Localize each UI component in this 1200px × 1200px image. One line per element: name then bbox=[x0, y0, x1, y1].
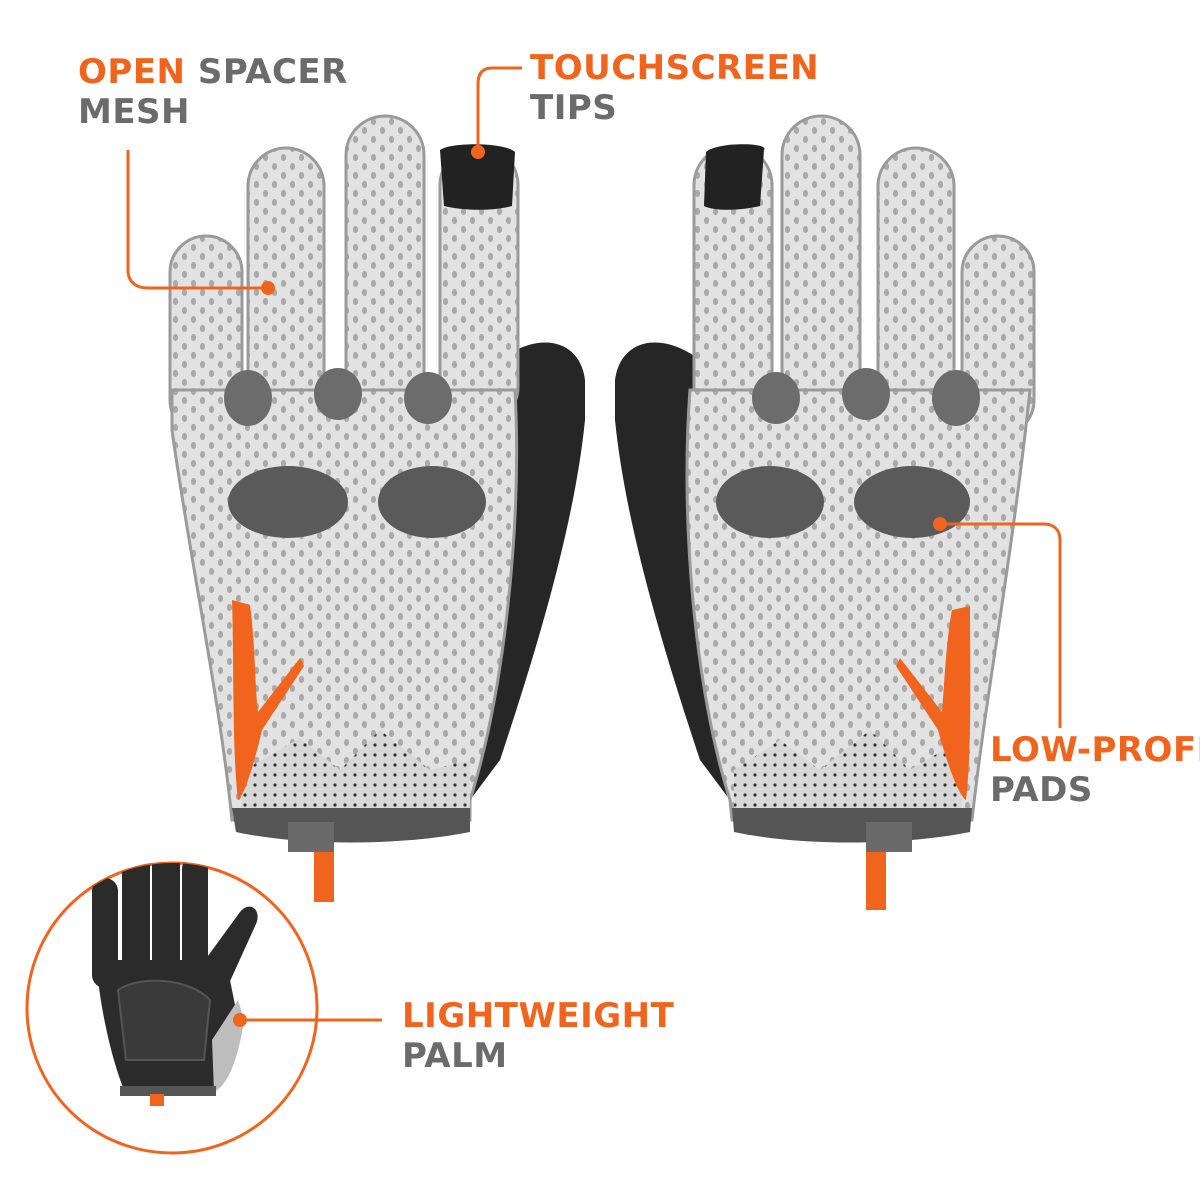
mesh-callout-rest: SPACER bbox=[197, 52, 348, 92]
left-pad bbox=[378, 466, 486, 538]
inset-cuff bbox=[120, 1086, 216, 1096]
palm-callout-dot bbox=[233, 1013, 247, 1027]
touchscreen-callout-line bbox=[476, 66, 522, 148]
right-pad bbox=[854, 466, 970, 538]
right-pull-tab bbox=[866, 822, 912, 852]
palm-inset bbox=[25, 861, 319, 1155]
touchscreen-callout-highlight: TOUCHSCREEN bbox=[530, 48, 820, 88]
left-touch-tip-icon bbox=[440, 144, 515, 210]
pads-callout-highlight: LOW-PROFILE bbox=[990, 730, 1200, 770]
left-glove bbox=[168, 114, 585, 902]
touchscreen-callout-line2: TIPS bbox=[530, 88, 618, 128]
mesh-callout-line bbox=[126, 150, 262, 290]
touchscreen-callout-label: TOUCHSCREEN TIPS bbox=[530, 48, 819, 128]
left-glove-body bbox=[170, 388, 519, 822]
right-finger-middle bbox=[780, 114, 862, 418]
pads-callout-line2: PADS bbox=[990, 770, 1093, 810]
right-knuckle-gap bbox=[842, 368, 890, 420]
callout-lines bbox=[126, 66, 1062, 1027]
left-knuckle-gap bbox=[224, 370, 272, 426]
right-glove bbox=[615, 114, 1036, 910]
right-pull-tab-orange bbox=[866, 852, 886, 910]
touchscreen-callout-dot bbox=[471, 145, 485, 159]
left-pull-tab-orange bbox=[314, 852, 334, 902]
left-finger-middle bbox=[344, 114, 426, 418]
inset-finger bbox=[122, 863, 150, 976]
right-touch-tip-icon bbox=[704, 144, 765, 210]
mesh-callout-dot bbox=[261, 281, 275, 295]
left-pull-tab bbox=[288, 822, 334, 852]
left-orange-stripe bbox=[232, 600, 304, 800]
left-pad bbox=[228, 466, 348, 538]
inset-finger bbox=[152, 863, 180, 976]
right-glove-cuff bbox=[732, 808, 972, 843]
palm-callout-label: LIGHTWEIGHT PALM bbox=[402, 996, 674, 1076]
pads-callout-dot bbox=[933, 517, 947, 531]
left-glove-cuff bbox=[232, 808, 470, 843]
inset-finger bbox=[182, 863, 208, 976]
inset-palm-pad bbox=[116, 979, 212, 1061]
mesh-callout-highlight: OPEN bbox=[78, 52, 186, 92]
mesh-callout-line2: MESH bbox=[78, 92, 191, 132]
inset-pull-tab bbox=[150, 1094, 164, 1106]
mesh-callout-label: OPEN SPACER MESH bbox=[78, 52, 348, 132]
pads-callout-label: LOW-PROFILE PADS bbox=[990, 730, 1200, 810]
right-knuckle-gap bbox=[752, 372, 800, 424]
palm-callout-line2: PALM bbox=[402, 1036, 508, 1076]
pads-callout-line bbox=[946, 522, 1062, 728]
left-knuckle-gap bbox=[314, 368, 362, 420]
left-perforated-zone bbox=[240, 730, 470, 818]
left-knuckle-gap bbox=[404, 372, 452, 424]
right-perforated-zone bbox=[734, 730, 962, 818]
right-orange-stripe bbox=[896, 606, 971, 800]
right-knuckle-gap bbox=[932, 370, 980, 426]
right-pad bbox=[716, 466, 824, 538]
palm-callout-highlight: LIGHTWEIGHT bbox=[402, 996, 675, 1036]
